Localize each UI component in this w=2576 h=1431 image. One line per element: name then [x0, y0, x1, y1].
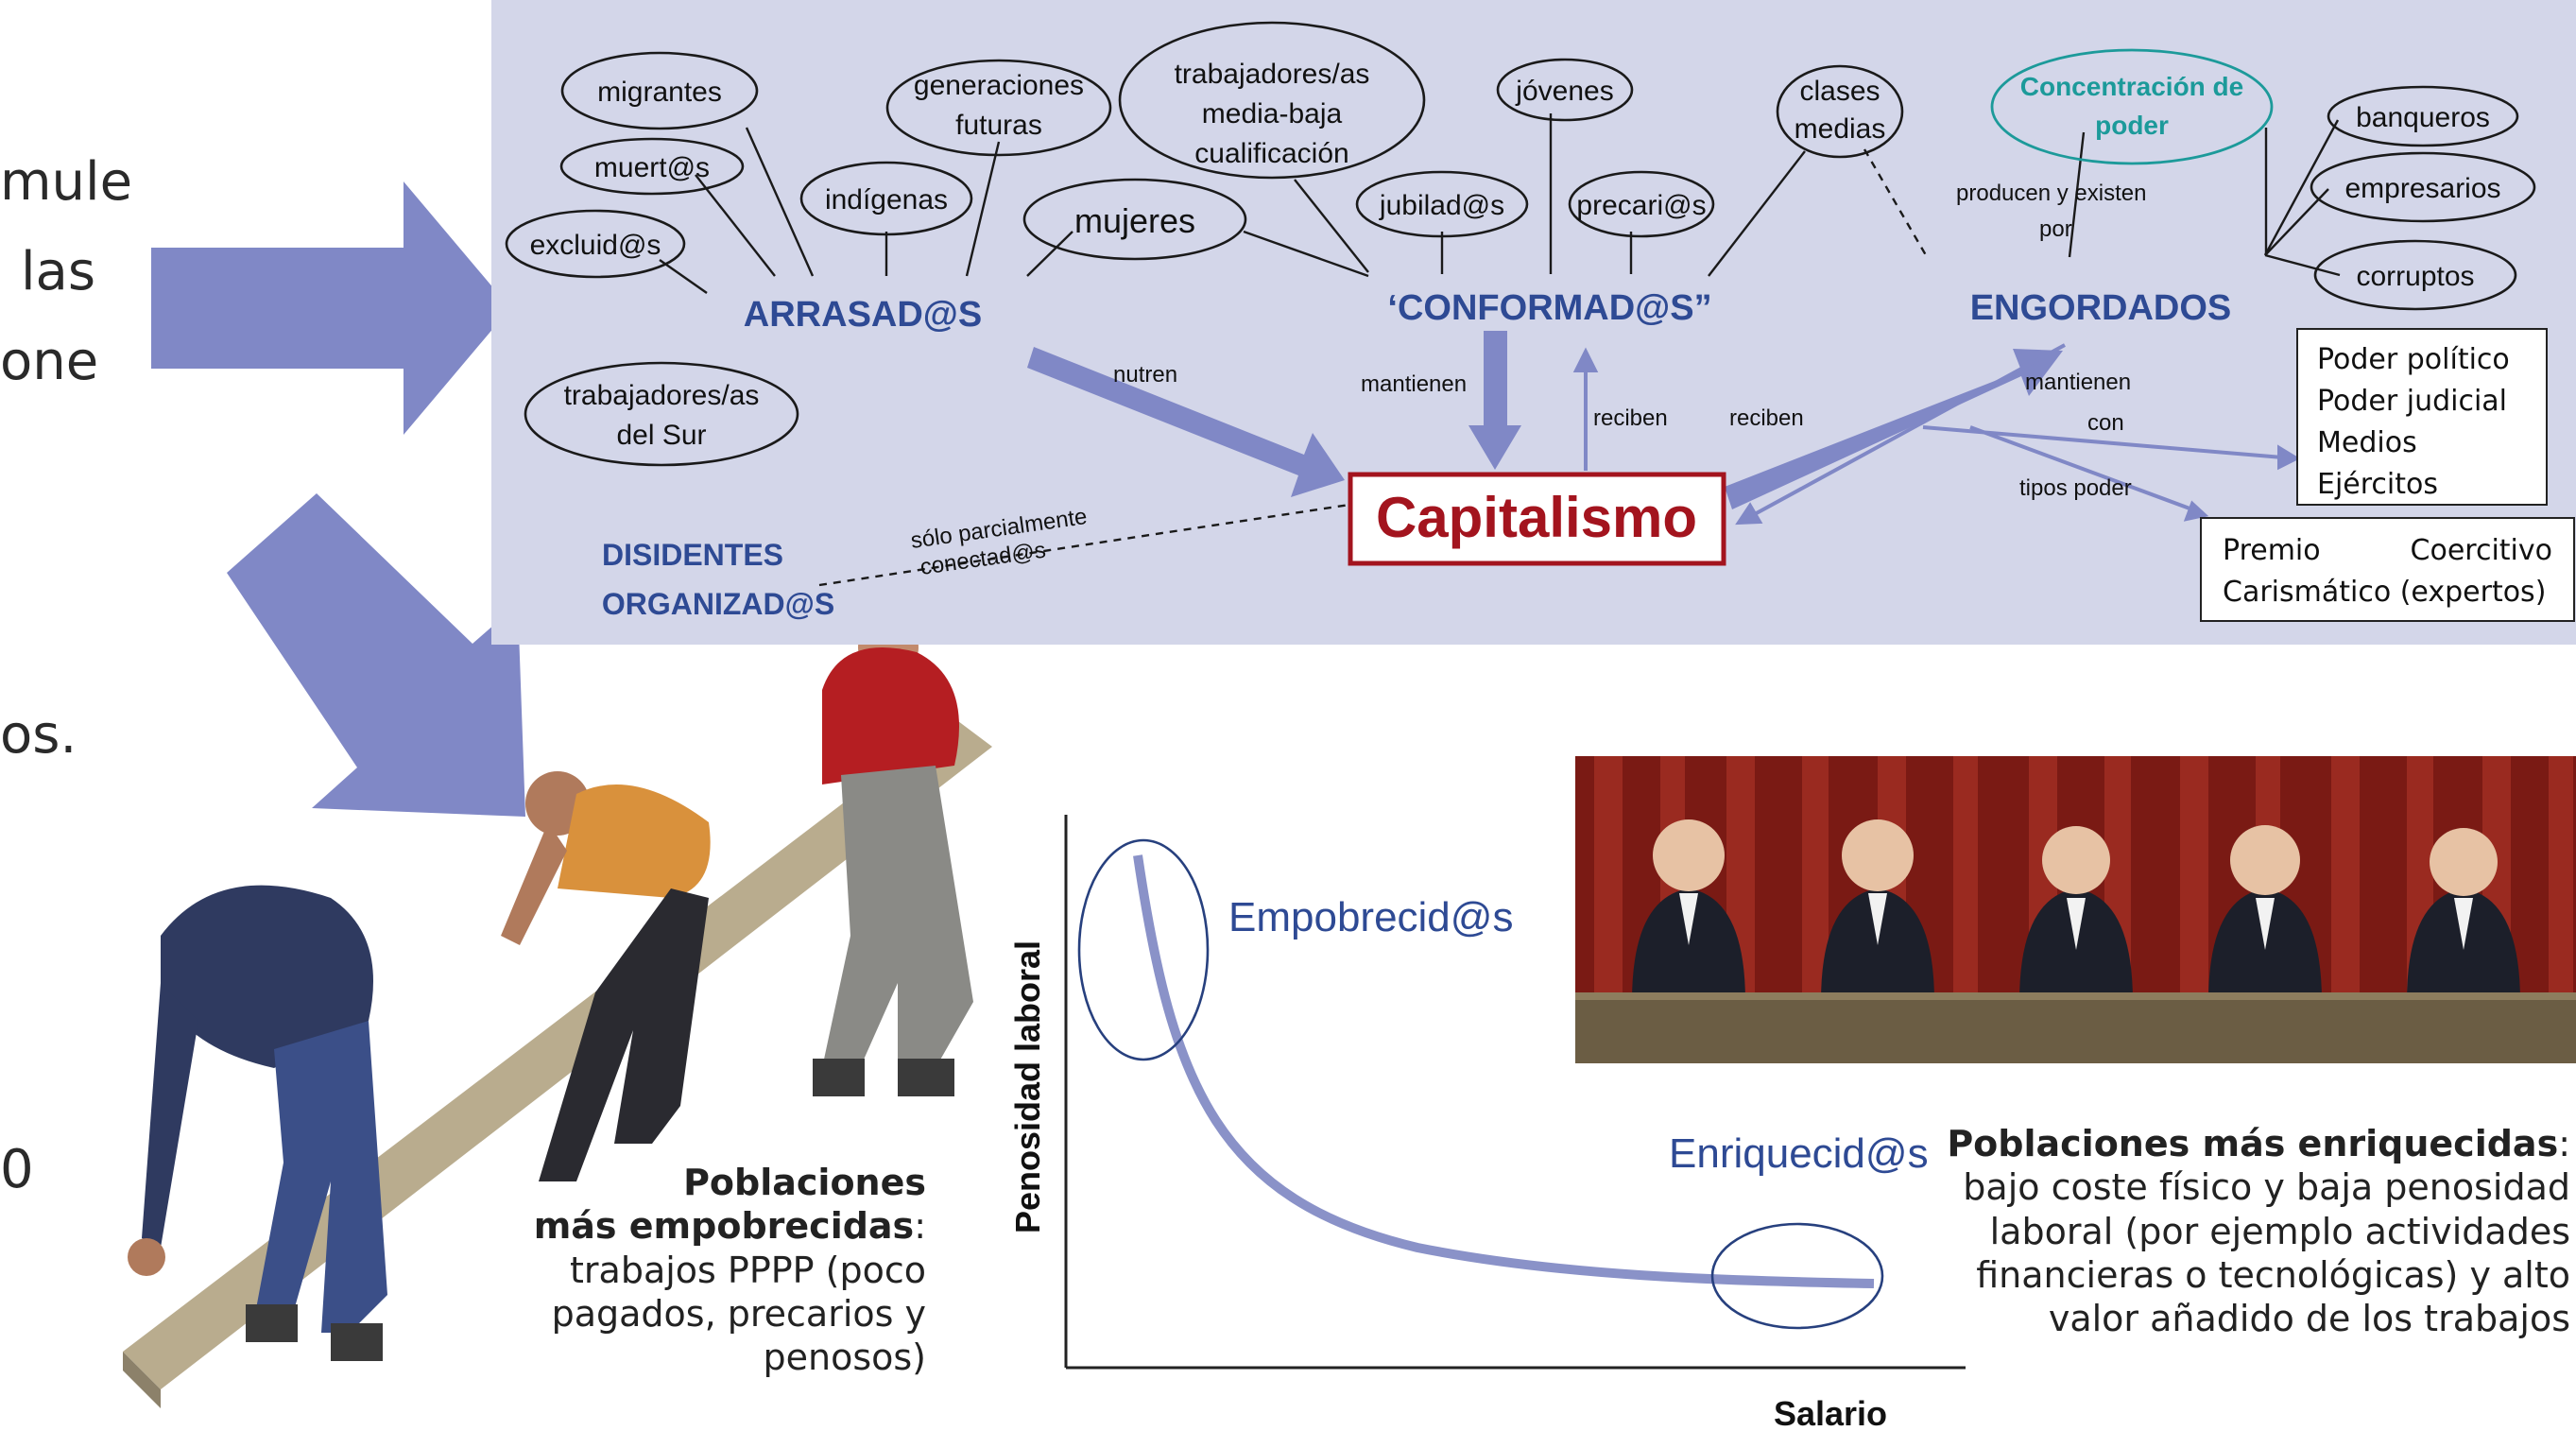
bubble-muertos: muert@s [594, 152, 710, 183]
bubble-clases-l2: medias [1795, 113, 1886, 145]
poder-list-box: Poder político Poder judicial Medios Ejé… [2296, 328, 2548, 506]
caption-enriquecidas: Poblaciones más enriquecidas: bajo coste… [1947, 1122, 2570, 1341]
caption-empobrecidas-colon: : [914, 1205, 926, 1248]
poder-list-item: Medios [2317, 426, 2417, 459]
poder-list-item: Ejércitos [2317, 468, 2438, 501]
edge-producen-l1: producen y existen [1956, 181, 2146, 206]
flow-arrows [1027, 331, 2063, 509]
caption-enriquecidas-line-5: valor añadido de los trabajos [2048, 1298, 2570, 1340]
left-fragment-2: las [21, 241, 96, 302]
left-fragment-4: os. [0, 704, 77, 766]
edge-mantienen-con-l1: mantienen [2025, 370, 2131, 395]
bubble-jovenes: jóvenes [1515, 76, 1613, 107]
tipos-poder-box: Premio Coercitivo Carismático (expertos) [2200, 517, 2575, 622]
left-arrow-top [151, 181, 510, 435]
caption-enriquecidas-colon: : [2558, 1123, 2570, 1164]
left-fragment-3: one [0, 331, 99, 392]
bubble-clases-l1: clases [1799, 76, 1880, 107]
tipo-premio: Premio [2223, 534, 2321, 567]
caption-enriquecidas-title: Poblaciones más enriquecidas [1947, 1123, 2559, 1164]
curve-chart: Empobrecid@s Enriquecid@s Salario Penosi… [1008, 815, 1966, 1429]
bubble-mujeres: mujeres [1074, 201, 1195, 240]
penosidad-curve [1133, 854, 1875, 1288]
bubble-generaciones-l2: futuras [955, 110, 1042, 141]
caption-enriquecidas-line-4: financieras o tecnológicas) y alto [1976, 1254, 2570, 1297]
label-enriquecidos: Enriquecid@s [1669, 1130, 1929, 1177]
boardroom-photo [1575, 756, 2576, 1063]
caption-empobrecidas: Poblaciones más empobrecidas: trabajos P… [397, 1161, 926, 1380]
empobrecidos-ellipse [1077, 838, 1210, 1061]
group-disidentes-l1: DISIDENTES [602, 538, 783, 572]
bubble-trabajadores-sur-l1: trabajadores/as [564, 380, 760, 411]
left-fragment-5: 0 [0, 1139, 34, 1200]
caption-empobrecidas-line-3: trabajos PPPP (poco [570, 1249, 926, 1291]
concentracion-l2: poder [2095, 111, 2169, 140]
bubble-generaciones-l1: generaciones [914, 70, 1084, 101]
x-axis-label: Salario [1774, 1394, 1887, 1429]
bubble-trabajadores-sur-l2: del Sur [616, 420, 706, 451]
bubble-migrantes: migrantes [597, 77, 722, 108]
caption-empobrecidas-line-4: pagados, precarios y penosos) [551, 1293, 926, 1379]
caption-empobrecidas-title-1: Poblaciones [683, 1162, 926, 1203]
edge-reciben-2: reciben [1729, 405, 1804, 431]
poder-list-item: Poder político [2317, 343, 2510, 376]
bubble-precarios: precari@s [1576, 190, 1706, 221]
group-conformados: ‘CONFORMAD@S” [1387, 288, 1711, 328]
caption-enriquecidas-line-3: laboral (por ejemplo actividades [1989, 1210, 2570, 1252]
concentracion-l1: Concentración de [2020, 72, 2243, 101]
edge-nutren: nutren [1113, 362, 1177, 388]
label-empobrecidos: Empobrecid@s [1228, 894, 1513, 940]
caption-enriquecidas-line-2: bajo coste físico y baja penosidad [1963, 1166, 2570, 1209]
bubble-corruptos: corruptos [2356, 261, 2474, 292]
edge-producen-l2: por [2039, 216, 2072, 242]
edge-reciben-1: reciben [1593, 405, 1668, 431]
concentracion-bubble [1990, 48, 2274, 165]
caption-empobrecidas-title-2: más empobrecidas [533, 1205, 915, 1248]
bubble-trabajadores-media-l3: cualificación [1194, 138, 1348, 169]
edge-mantienen: mantienen [1361, 371, 1467, 397]
left-fragment-1: mule [0, 151, 133, 213]
connector-lines [659, 113, 2341, 294]
poder-list-item: Poder judicial [2317, 385, 2508, 418]
bubble-excluidos: excluid@s [530, 230, 661, 261]
group-engordados: ENGORDADOS [1970, 288, 2232, 328]
bubble-outlines [505, 21, 2536, 467]
tipo-coercitivo: Coercitivo [2410, 534, 2552, 567]
capitalismo-label: Capitalismo [1376, 486, 1697, 549]
tipo-carismatico: Carismático (expertos) [2223, 576, 2547, 609]
group-arrasados: ARRASAD@S [744, 295, 982, 335]
enriquecidos-ellipse [1710, 1222, 1884, 1330]
bubble-indigenas: indígenas [825, 184, 948, 216]
bubble-empresarios: empresarios [2344, 173, 2500, 204]
group-disidentes-l2: ORGANIZAD@S [602, 587, 834, 621]
bubble-trabajadores-media-l1: trabajadores/as [1175, 59, 1370, 90]
bubble-trabajadores-media-l2: media-baja [1202, 98, 1343, 129]
bubble-jubilados: jubilad@s [1379, 190, 1504, 221]
capitalismo-box [1348, 472, 1726, 566]
bubble-banqueros: banqueros [2356, 102, 2490, 133]
workers-photo [104, 577, 1049, 1427]
y-axis-label: Penosidad laboral [1008, 940, 1047, 1233]
edge-mantienen-con-l2: con [2087, 410, 2124, 436]
left-arrow-bottom [227, 493, 525, 817]
edge-tipos-poder: tipos poder [2019, 475, 2132, 501]
